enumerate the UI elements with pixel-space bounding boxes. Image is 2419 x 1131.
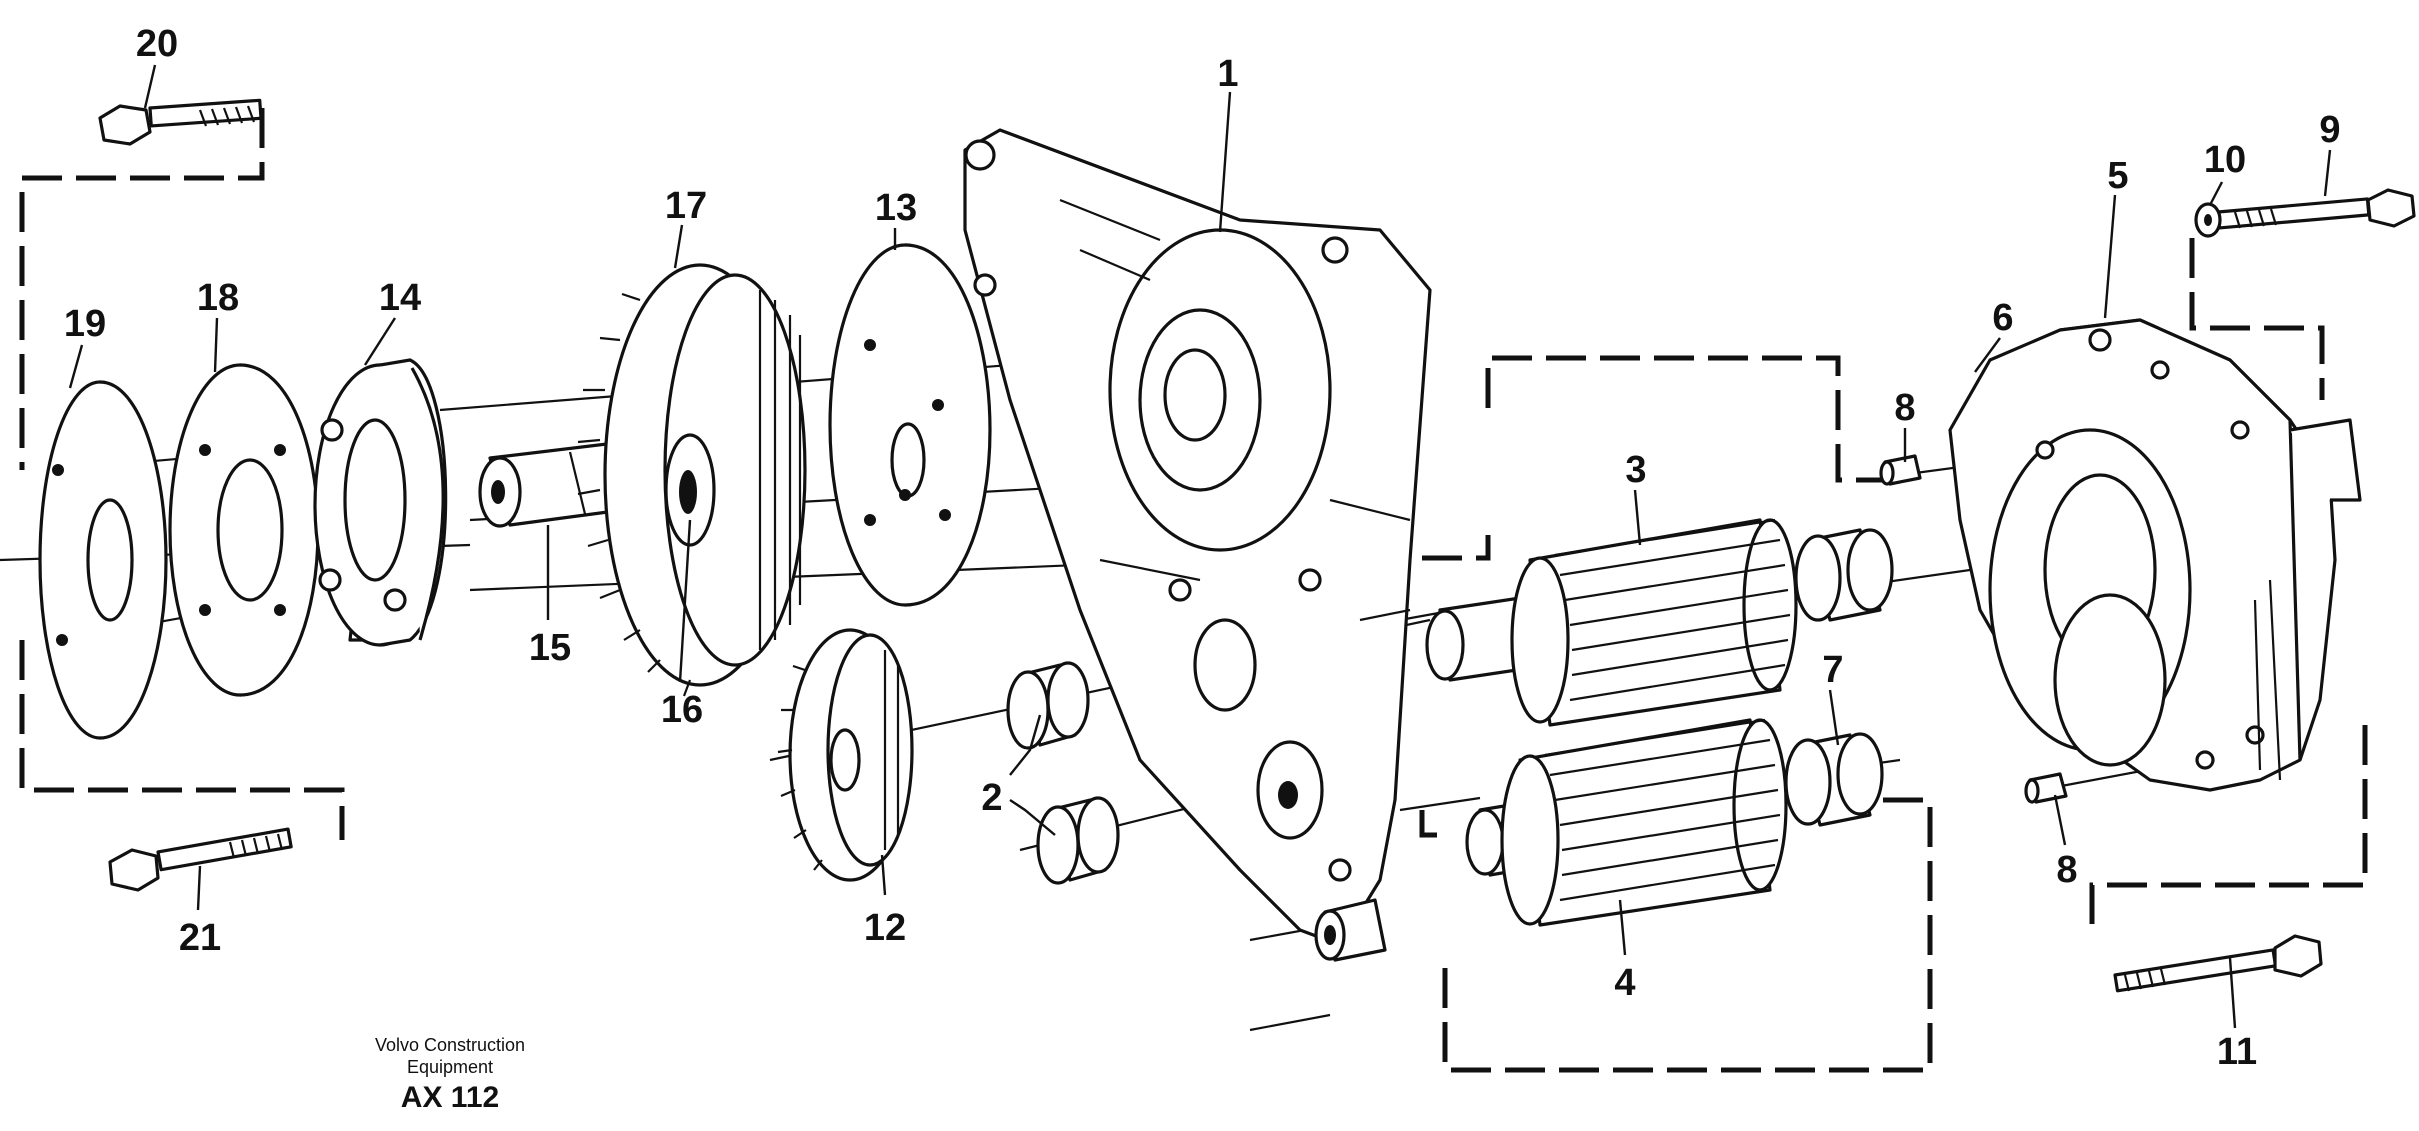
callout-21: 21	[179, 917, 221, 959]
bushing-2-upper	[1006, 661, 1090, 750]
gear-17	[577, 263, 807, 697]
drum-14	[313, 358, 448, 647]
company-name-line1: Volvo Construction	[374, 1035, 526, 1055]
callout-13: 13	[875, 187, 917, 229]
bushing-housing-bottom	[1314, 898, 1387, 962]
gear-shaft-3	[1425, 518, 1798, 727]
callout-5: 5	[2107, 155, 2128, 197]
callout-18: 18	[197, 277, 239, 319]
callout-15: 15	[529, 627, 571, 669]
callout-2: 2	[981, 777, 1002, 819]
bushing-7-lower	[1784, 732, 1884, 827]
callout-8-lower: 8	[2056, 849, 2077, 891]
housing-1	[963, 128, 1432, 947]
dowel-8-lower	[2024, 772, 2068, 804]
callout-1: 1	[1217, 53, 1238, 95]
plate-18	[168, 363, 320, 697]
callout-9: 9	[2319, 109, 2340, 151]
gear-shaft-4	[1465, 718, 1788, 927]
callout-17: 17	[665, 185, 707, 227]
callout-10: 10	[2204, 139, 2246, 181]
callout-11: 11	[2217, 1031, 2257, 1073]
callout-7: 7	[1822, 649, 1843, 691]
bushing-2-lower	[1036, 796, 1120, 885]
bushing-7-upper	[1794, 528, 1894, 622]
callout-12: 12	[864, 907, 906, 949]
bolt-20	[98, 98, 263, 146]
callout-numbers: 20 19 18 14 17 13 1 15 16 12 2 3 4 5 6 7…	[64, 23, 2341, 1073]
callout-14: 14	[379, 277, 421, 319]
callout-19: 19	[64, 303, 106, 345]
washer-10	[2194, 202, 2222, 238]
callout-4: 4	[1614, 962, 1635, 1004]
disk-13	[828, 243, 992, 607]
callout-leaders	[68, 64, 2332, 1029]
gear-12	[777, 628, 914, 882]
callout-8-upper: 8	[1894, 387, 1915, 429]
callout-20: 20	[136, 23, 178, 65]
dashed-leaders	[19, 108, 2368, 1073]
callout-3: 3	[1625, 449, 1646, 491]
callout-16: 16	[661, 689, 703, 731]
publisher-credit: Volvo Construction Equipment AX 112	[330, 1034, 570, 1118]
washer-19	[38, 380, 168, 740]
company-name-line2: Equipment	[406, 1057, 494, 1077]
bolt-21	[108, 827, 293, 892]
bolt-11	[2113, 934, 2323, 993]
callout-6: 6	[1992, 297, 2013, 339]
pump-cover-5	[1948, 318, 2362, 792]
dowel-8-upper	[1879, 454, 1922, 486]
bolt-9	[2216, 188, 2416, 230]
figure-code: AX 112	[400, 1081, 500, 1114]
